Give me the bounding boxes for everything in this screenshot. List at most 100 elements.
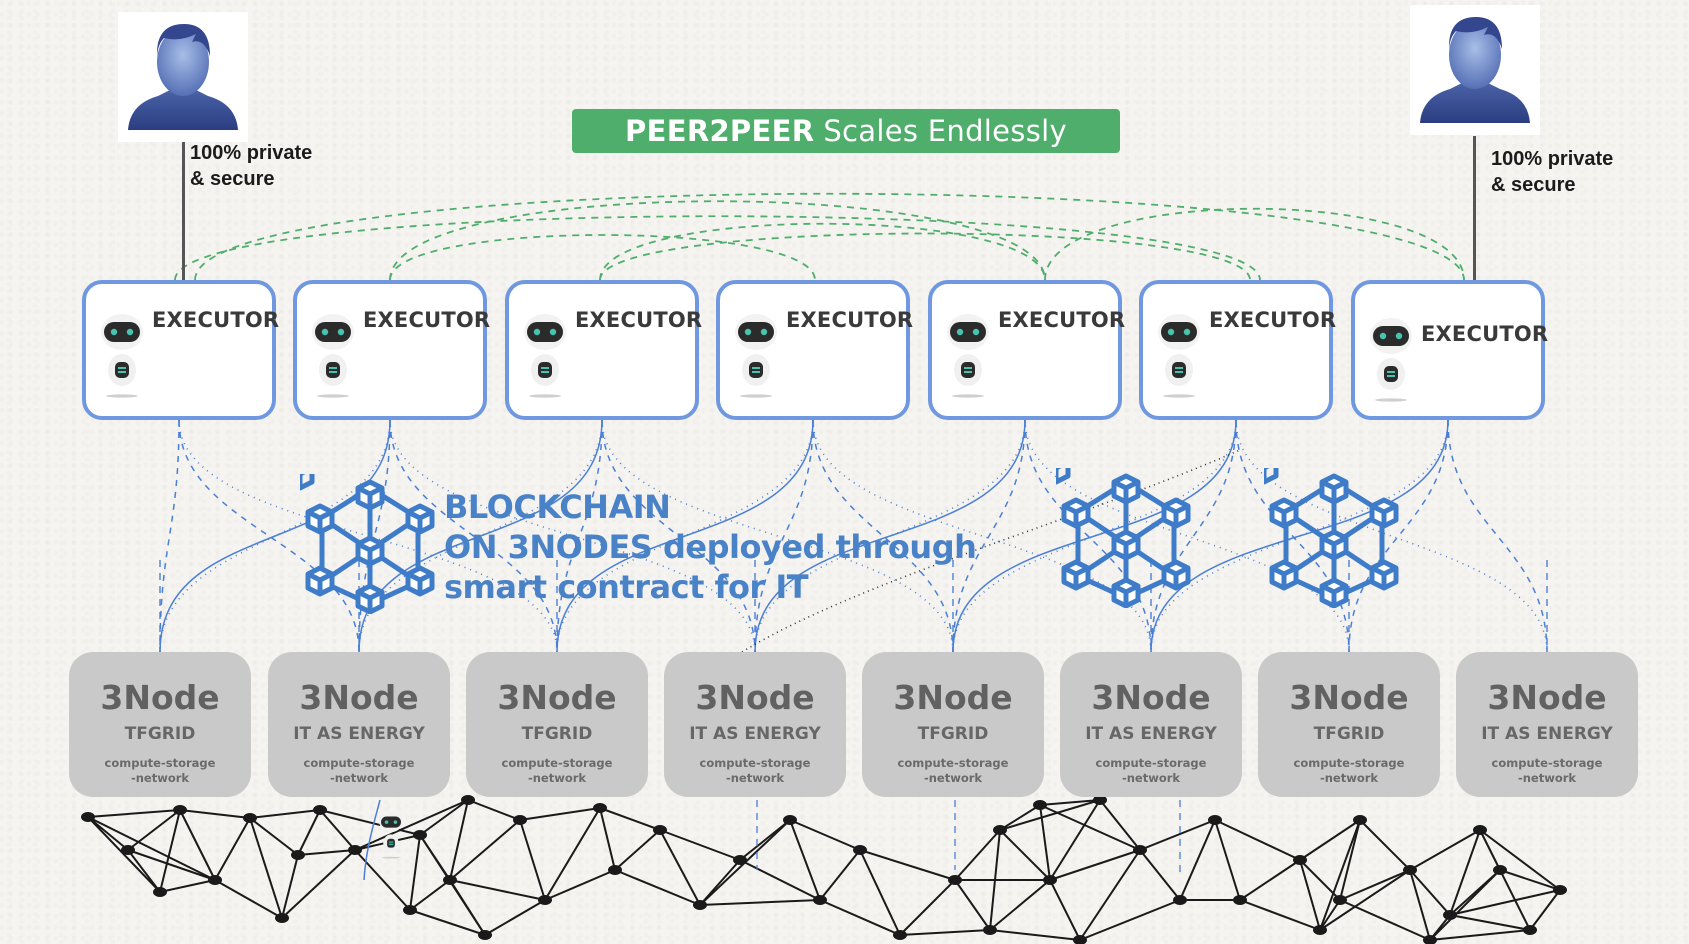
mesh-node: [1353, 815, 1367, 825]
mesh-edge: [419, 799, 469, 836]
blockchain-line2: ON 3NODES deployed through: [444, 528, 977, 566]
mesh-edge: [159, 809, 181, 893]
mesh-edge: [519, 819, 546, 901]
mesh-network: [81, 795, 1567, 944]
blockchain-cubes-icon: [300, 474, 440, 614]
mesh-edge: [954, 879, 991, 931]
robot-icon: [946, 312, 990, 402]
node-desc-line1: compute-storage: [897, 756, 1009, 770]
executor-label: EXECUTOR: [152, 308, 280, 332]
mesh-edge: [179, 809, 251, 819]
mesh-node: [1073, 935, 1087, 944]
dashed-link: [178, 419, 360, 653]
mesh-edge: [297, 849, 356, 856]
mesh-edge: [1049, 879, 1081, 941]
mesh-edge: [989, 879, 1051, 931]
mesh-edge: [1214, 819, 1301, 861]
dotted-link: [952, 419, 1237, 653]
executor-label: EXECUTOR: [998, 308, 1126, 332]
node-description: compute-storage-network: [862, 756, 1044, 786]
node-desc-line2: -network: [527, 771, 587, 785]
node-desc-line1: compute-storage: [699, 756, 811, 770]
banner-text: Scales Endlessly: [823, 114, 1067, 148]
executor-box: EXECUTOR: [716, 280, 914, 420]
node-description: compute-storage-network: [664, 756, 846, 786]
mesh-edge: [319, 809, 421, 836]
executor-box: EXECUTOR: [82, 280, 280, 420]
mesh-edge: [899, 879, 956, 936]
mesh-node: [1473, 825, 1487, 835]
node-subtitle: IT AS ENERGY: [689, 724, 821, 744]
mesh-edge: [859, 849, 956, 881]
caption-line2: & secure: [1491, 174, 1576, 196]
user-avatar-right: [1410, 5, 1540, 135]
robot-icon: [1369, 316, 1413, 406]
mesh-node: [1313, 925, 1327, 935]
mesh-node: [313, 805, 327, 815]
mesh-node: [208, 875, 222, 885]
mesh-edge: [989, 929, 1081, 941]
mesh-edge: [127, 809, 181, 851]
executor-box: EXECUTOR: [505, 280, 702, 420]
executor-box: EXECUTOR: [928, 280, 1126, 420]
node-description: compute-storage-network: [268, 756, 450, 786]
node-title: 3Node: [100, 678, 220, 717]
mesh-edge: [1079, 899, 1181, 941]
mesh-edge: [899, 929, 991, 936]
mesh-edge: [819, 849, 861, 901]
mesh-node: [1043, 875, 1057, 885]
mesh-edge: [354, 849, 411, 911]
mesh-edge: [127, 849, 161, 893]
mesh-node: [1208, 815, 1222, 825]
node-description: compute-storage-network: [69, 756, 251, 786]
mesh-edge: [1339, 869, 1411, 901]
p2p-arc: [389, 234, 816, 281]
dashed-link: [1235, 419, 1350, 653]
mesh-edge: [1409, 829, 1481, 871]
dashed-link: [754, 419, 814, 653]
node-desc-line1: compute-storage: [303, 756, 415, 770]
mesh-node: [813, 895, 827, 905]
mesh-edge: [659, 829, 741, 861]
mesh-edge: [859, 849, 901, 936]
user-link-left: [182, 142, 185, 282]
mesh-node: [403, 905, 417, 915]
mesh-edge: [1214, 819, 1241, 901]
mesh-edge: [1429, 929, 1531, 941]
dashed-link: [1447, 419, 1548, 653]
mesh-edge: [789, 819, 821, 901]
mesh-edge: [1319, 899, 1341, 931]
mesh-edge: [297, 809, 321, 856]
user-avatar-left: [118, 12, 248, 142]
mesh-edge: [999, 799, 1101, 831]
mesh-edge: [249, 817, 299, 856]
dotted-link: [812, 419, 1152, 653]
node-title: 3Node: [1091, 678, 1211, 717]
solid-link: [1150, 419, 1449, 653]
mesh-node: [1033, 800, 1047, 810]
mesh-node: [1093, 795, 1107, 805]
mesh-edge: [819, 899, 901, 936]
mesh-edge: [954, 829, 1001, 881]
mesh-edge: [419, 834, 486, 936]
mesh-edge: [1049, 849, 1141, 881]
mesh-edge: [614, 829, 661, 871]
mesh-node: [693, 900, 707, 910]
mesh-edge: [1319, 819, 1361, 931]
mesh-edge: [999, 829, 1051, 881]
executor-label: EXECUTOR: [786, 308, 914, 332]
mesh-edge: [1299, 819, 1361, 861]
mesh-edge: [1429, 869, 1501, 941]
mesh-edge: [87, 816, 161, 893]
p2p-arc: [1044, 207, 1465, 281]
mesh-edge: [1179, 819, 1216, 901]
node-desc-line1: compute-storage: [1095, 756, 1207, 770]
caption-line2: & secure: [190, 168, 275, 190]
mesh-edge: [409, 909, 486, 936]
mesh-node: [461, 795, 475, 805]
dotted-link: [389, 419, 756, 653]
mesh-node: [1493, 865, 1507, 875]
